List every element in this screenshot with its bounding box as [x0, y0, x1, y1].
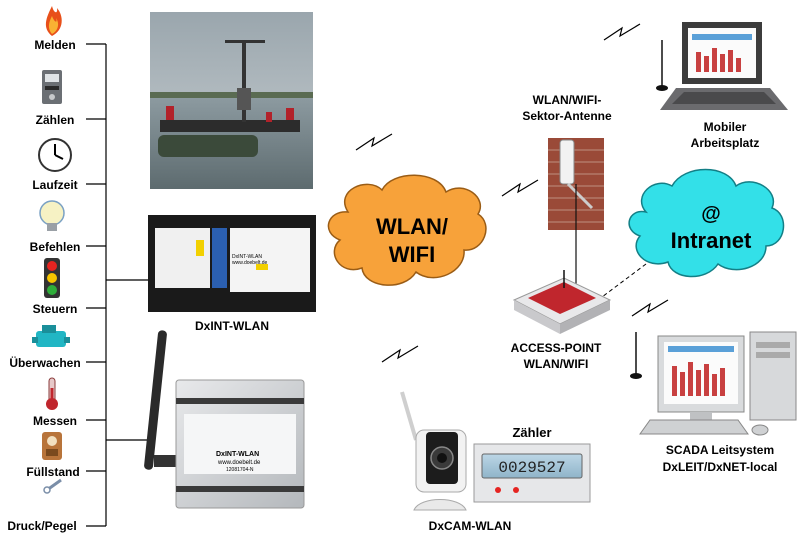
traffic-light-icon	[44, 258, 60, 298]
label-melden: Melden	[34, 38, 75, 52]
label-laufzeit: Laufzeit	[32, 178, 77, 192]
thermometer-icon	[46, 377, 58, 410]
caption-antenna-line2: Sektor-Antenne	[522, 109, 612, 123]
dxint-panel-photo: DxINT-WLAN www.doebelt.de	[148, 215, 316, 312]
pressure-sensor-icon	[43, 478, 62, 494]
lightbulb-icon	[39, 200, 65, 231]
counter-display: 0029527	[498, 459, 565, 477]
left-bracket	[86, 43, 148, 527]
label-druck-pegel: Druck/Pegel	[7, 519, 76, 533]
caption-scada-line1: SCADA Leitsystem	[666, 443, 774, 457]
caption-counter: Zähler	[512, 425, 551, 440]
label-zaehlen: Zählen	[36, 113, 75, 127]
wlan-cloud-line2: WIFI	[389, 242, 435, 267]
fire-icon	[45, 6, 62, 36]
caption-dxint-wlan: DxINT-WLAN	[195, 319, 269, 333]
caption-laptop-line1: Mobiler	[704, 120, 747, 134]
module-device-url: www.doebelt.de	[217, 460, 261, 466]
label-befehlen: Befehlen	[30, 240, 81, 254]
clock-icon	[38, 138, 72, 172]
caption-scada-line2: DxLEIT/DxNET-local	[663, 460, 778, 474]
module-device-text: DxINT-WLAN	[216, 451, 259, 458]
caption-antenna-line1: WLAN/WIFI-	[533, 93, 602, 107]
access-point-router	[512, 270, 612, 334]
label-steuern: Steuern	[33, 302, 78, 316]
meter-icon	[42, 70, 62, 104]
dxcam-camera	[400, 391, 467, 511]
caption-access-point-line2: WLAN/WIFI	[524, 357, 589, 371]
counter-meter: 0029527	[473, 443, 591, 503]
caption-dxcam: DxCAM-WLAN	[429, 519, 512, 533]
caption-access-point-line1: ACCESS-POINT	[511, 341, 602, 355]
sector-antenna-photo	[548, 138, 604, 300]
panel-device-url: www.doebelt.de	[232, 260, 268, 266]
pump-icon	[32, 325, 70, 347]
label-messen: Messen	[33, 414, 77, 428]
intranet-label: Intranet	[671, 228, 752, 253]
wlan-cloud-line1: WLAN/	[376, 214, 448, 239]
label-ueberwachen: Überwachen	[9, 355, 80, 370]
caption-laptop-line2: Arbeitsplatz	[691, 136, 760, 150]
wlan-cloud: WLAN/ WIFI	[327, 174, 487, 286]
level-gauge-icon	[42, 432, 62, 460]
module-device-serial: 12081704-N	[226, 467, 254, 473]
wireless-symbols	[355, 23, 669, 363]
laptop-device	[656, 22, 788, 110]
scada-workstation	[630, 331, 797, 436]
dxint-module: DxINT-WLAN www.doebelt.de 12081704-N	[144, 330, 305, 509]
label-fuellstand: Füllstand	[26, 465, 79, 479]
river-station-photo	[150, 12, 313, 189]
panel-device-text: DxINT-WLAN	[232, 254, 262, 260]
intranet-at-sign: @	[701, 203, 721, 225]
intranet-cloud: @ Intranet	[628, 168, 785, 278]
